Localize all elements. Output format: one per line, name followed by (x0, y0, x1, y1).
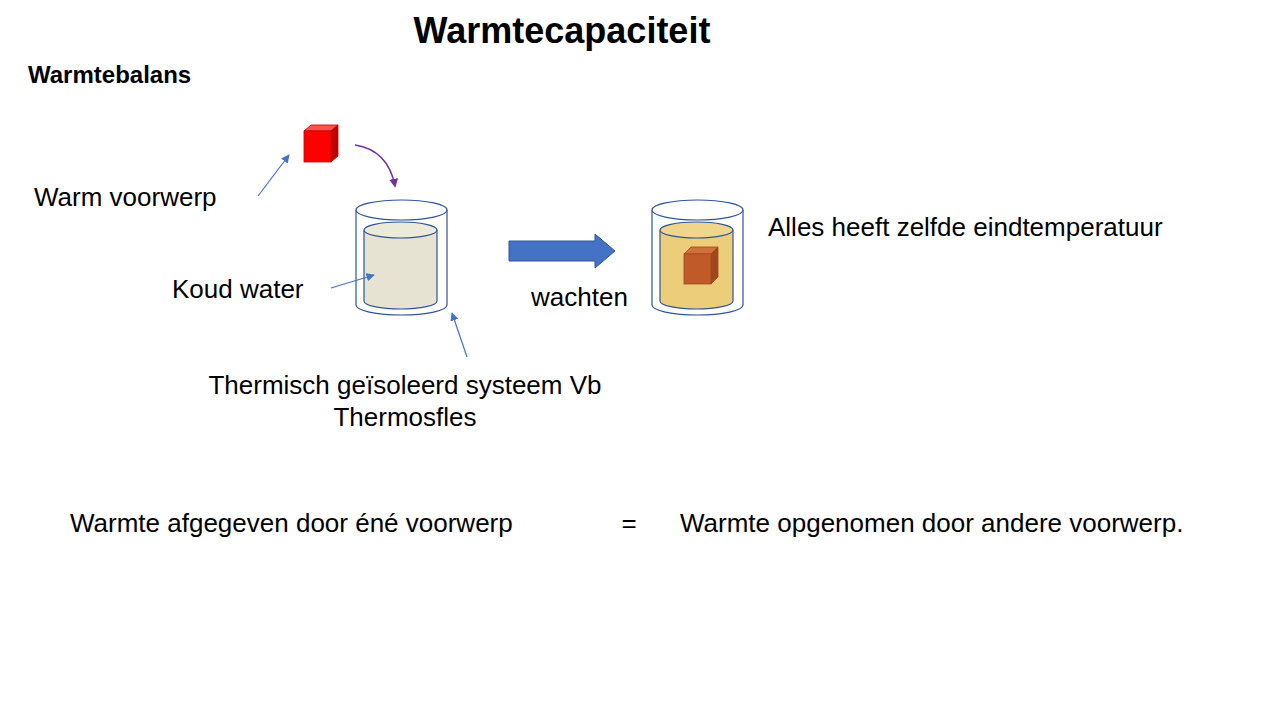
object-label: Warm voorwerp (34, 181, 217, 214)
thermos-cold (356, 200, 447, 315)
leader-line (331, 275, 374, 288)
step-label: wachten (531, 281, 628, 314)
equation-part: Warmte opgenomen door andere voorwerp. (680, 507, 1183, 540)
section-heading: Warmtebalans (28, 60, 191, 90)
page-title: Warmtecapaciteit (414, 8, 711, 53)
result-label: Alles heeft zelfde eindtemperatuur (768, 211, 1163, 244)
equation-sign: = (621, 507, 636, 540)
process-arrow (509, 234, 615, 268)
drop-arrow (355, 145, 395, 186)
leader-line (452, 313, 467, 357)
leader-line (258, 155, 289, 196)
object-label: Koud water (172, 273, 304, 306)
object-label: Thermisch geïsoleerd systeem Vb Thermosf… (205, 369, 605, 434)
equation-part: Warmte afgegeven door éné voorwerp (70, 507, 513, 540)
warm-cube (304, 125, 338, 162)
thermos-equilibrium (652, 200, 743, 315)
